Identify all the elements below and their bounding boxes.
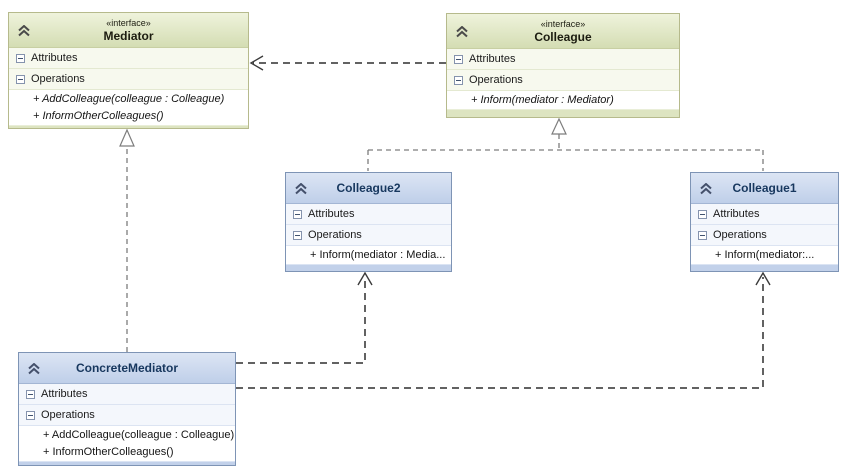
class-name-label: ConcreteMediator — [75, 361, 179, 375]
box-footer — [447, 109, 679, 117]
stereotype-label: «interface» — [540, 18, 586, 29]
attributes-label: Attributes — [31, 52, 78, 64]
operations-section[interactable]: Operations — [447, 70, 679, 91]
operation-item[interactable]: + Inform(mediator : Mediator) — [471, 94, 614, 106]
class-box-concretemediator[interactable]: ConcreteMediator Attributes Operations +… — [18, 352, 236, 466]
box-footer — [19, 461, 235, 465]
operation-item[interactable]: + Inform(mediator : Media... — [310, 249, 446, 261]
operation-item[interactable]: + AddColleague(colleague : Colleague) — [33, 93, 225, 105]
collapse-minus-icon[interactable] — [26, 410, 35, 420]
collapse-minus-icon[interactable] — [454, 54, 463, 64]
collapse-minus-icon[interactable] — [16, 53, 25, 63]
dependency-arrow-concretemediator-to-colleague2[interactable] — [236, 271, 373, 364]
operation-list: + AddColleague(colleague : Colleague) + … — [19, 426, 235, 461]
operations-label: Operations — [308, 229, 362, 241]
attributes-section[interactable]: Attributes — [286, 204, 451, 225]
colleague2-header[interactable]: Colleague2 — [286, 173, 451, 204]
class-name-label: Colleague — [534, 29, 592, 44]
class-name-label: Colleague2 — [336, 181, 401, 195]
operations-section[interactable]: Operations — [286, 225, 451, 246]
collapse-minus-icon[interactable] — [26, 389, 35, 399]
box-footer — [9, 125, 248, 128]
operations-label: Operations — [41, 409, 95, 421]
concretemediator-header[interactable]: ConcreteMediator — [19, 353, 235, 384]
realization-tree-colleagues-to-colleague[interactable] — [367, 117, 764, 171]
collapse-minus-icon[interactable] — [16, 74, 25, 84]
operation-item[interactable]: + Inform(mediator:... — [715, 249, 815, 261]
dependency-arrow-colleague-to-mediator[interactable] — [249, 55, 446, 71]
attributes-label: Attributes — [41, 388, 88, 400]
operation-list: + Inform(mediator:... — [691, 246, 838, 264]
colleague1-header[interactable]: Colleague1 — [691, 173, 838, 204]
class-name-label: Colleague1 — [732, 181, 797, 195]
attributes-label: Attributes — [469, 53, 516, 65]
stereotype-label: «interface» — [106, 17, 151, 28]
collapse-minus-icon[interactable] — [293, 230, 302, 240]
operations-label: Operations — [31, 73, 85, 85]
operation-list: + Inform(mediator : Mediator) — [447, 91, 679, 109]
attributes-section[interactable]: Attributes — [447, 49, 679, 70]
class-name-label: Mediator — [103, 28, 154, 43]
collapse-chevron-icon[interactable] — [294, 182, 308, 195]
attributes-section[interactable]: Attributes — [9, 48, 248, 69]
class-box-colleague[interactable]: «interface» Colleague Attributes Operati… — [446, 13, 680, 118]
mediator-header[interactable]: «interface» Mediator — [9, 13, 248, 48]
operation-list: + Inform(mediator : Media... — [286, 246, 451, 264]
attributes-section[interactable]: Attributes — [19, 384, 235, 405]
collapse-minus-icon[interactable] — [698, 209, 707, 219]
collapse-minus-icon[interactable] — [293, 209, 302, 219]
attributes-section[interactable]: Attributes — [691, 204, 838, 225]
collapse-chevron-icon[interactable] — [17, 24, 31, 37]
collapse-chevron-icon[interactable] — [27, 362, 41, 375]
collapse-chevron-icon[interactable] — [699, 182, 713, 195]
box-footer — [691, 264, 838, 271]
class-box-mediator[interactable]: «interface» Mediator Attributes Operatio… — [8, 12, 249, 129]
operations-section[interactable]: Operations — [9, 69, 248, 90]
collapse-minus-icon[interactable] — [698, 230, 707, 240]
attributes-label: Attributes — [308, 208, 355, 220]
operation-item[interactable]: + AddColleague(colleague : Colleague) — [43, 429, 235, 441]
class-box-colleague1[interactable]: Colleague1 Attributes Operations + Infor… — [690, 172, 839, 272]
box-footer — [286, 264, 451, 271]
operation-item[interactable]: + InformOtherColleagues() — [43, 446, 174, 458]
operations-section[interactable]: Operations — [19, 405, 235, 426]
class-box-colleague2[interactable]: Colleague2 Attributes Operations + Infor… — [285, 172, 452, 272]
operations-label: Operations — [469, 74, 523, 86]
collapse-chevron-icon[interactable] — [455, 25, 469, 38]
collapse-minus-icon[interactable] — [454, 75, 463, 85]
operations-section[interactable]: Operations — [691, 225, 838, 246]
attributes-label: Attributes — [713, 208, 760, 220]
colleague-header[interactable]: «interface» Colleague — [447, 14, 679, 49]
realization-arrow-concretemediator-to-mediator[interactable] — [119, 128, 135, 352]
operation-list: + AddColleague(colleague : Colleague) + … — [9, 90, 248, 125]
dependency-arrow-concretemediator-to-colleague1[interactable] — [236, 271, 771, 389]
operation-item[interactable]: + InformOtherColleagues() — [33, 110, 164, 122]
operations-label: Operations — [713, 229, 767, 241]
